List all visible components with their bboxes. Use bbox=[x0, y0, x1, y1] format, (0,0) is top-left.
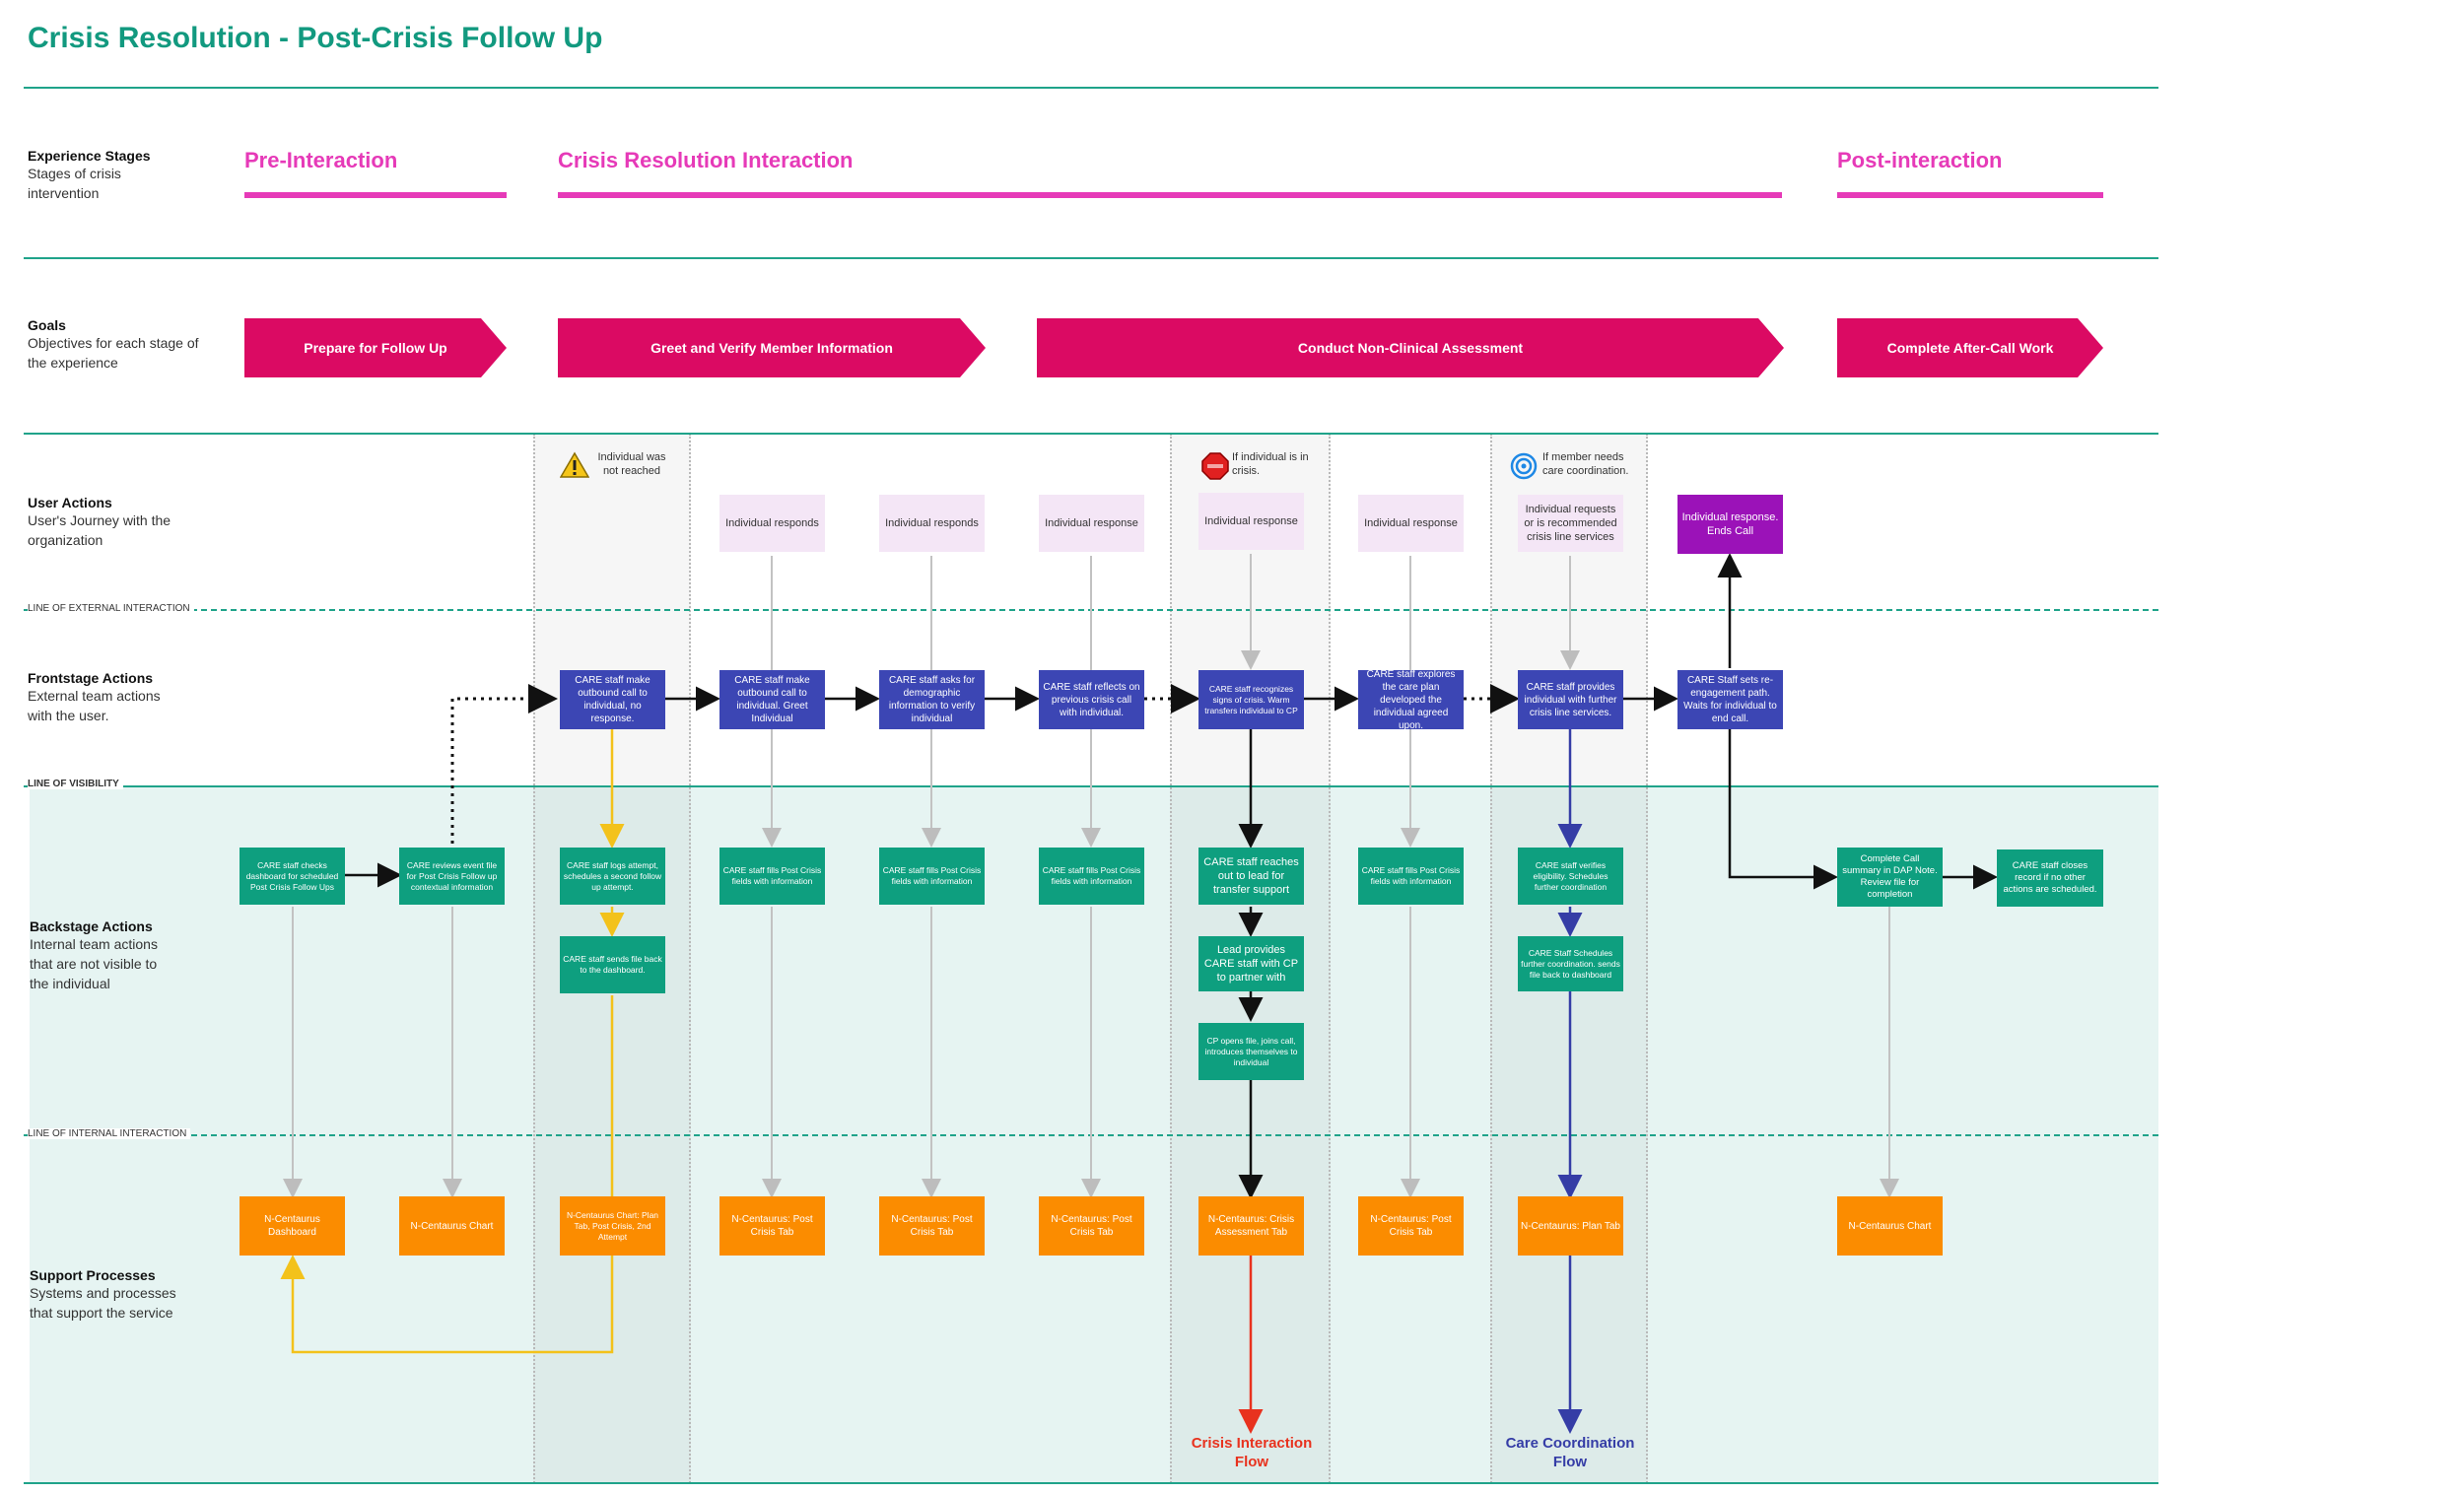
row-label-goals: Goals Objectives for each stage of the e… bbox=[28, 317, 205, 373]
support-process: N-Centaurus: Post Crisis Tab bbox=[1039, 1196, 1144, 1256]
user-action: Individual responds bbox=[879, 495, 985, 552]
separator-top bbox=[24, 87, 2158, 89]
dotted-arrows bbox=[450, 684, 1520, 844]
backstage-action: CARE staff sends file back to the dashbo… bbox=[560, 936, 665, 993]
stage-crisis-resolution: Crisis Resolution Interaction bbox=[558, 148, 854, 172]
backstage-action: CARE staff fills Post Crisis fields with… bbox=[1358, 848, 1464, 905]
care-coordination-flow-label: Care Coordination Flow bbox=[1505, 1435, 1635, 1470]
row-desc: Stages of crisis intervention bbox=[28, 166, 121, 201]
frontstage-action: CARE staff recognizes signs of crisis. W… bbox=[1198, 670, 1304, 729]
row-title: Goals bbox=[28, 317, 66, 333]
support-process: N-Centaurus Chart bbox=[1837, 1196, 1943, 1256]
backstage-action: CARE reviews event file for Post Crisis … bbox=[399, 848, 505, 905]
goal-after-call: Complete After-Call Work bbox=[1837, 318, 2103, 377]
row-label-back: Backstage Actions Internal team actions … bbox=[30, 918, 177, 993]
separator-bottom bbox=[24, 1482, 2158, 1484]
frontstage-action: CARE staff provides individual with furt… bbox=[1518, 670, 1623, 729]
crisis-interaction-flow-label: Crisis Interaction Flow bbox=[1191, 1435, 1313, 1470]
backstage-action: CARE staff fills Post Crisis fields with… bbox=[1039, 848, 1144, 905]
goal-greet-verify: Greet and Verify Member Information bbox=[558, 318, 986, 377]
column-not-reached bbox=[533, 434, 691, 1483]
backstage-action: CARE staff fills Post Crisis fields with… bbox=[719, 848, 825, 905]
row-label-front: Frontstage Actions External team actions… bbox=[28, 670, 185, 725]
note-care-coordination: If member needs care coordination. bbox=[1542, 451, 1629, 477]
backstage-action: CP opens file, joins call, introduces th… bbox=[1198, 1023, 1304, 1080]
support-process: N-Centaurus: Post Crisis Tab bbox=[1358, 1196, 1464, 1256]
row-title: Backstage Actions bbox=[30, 918, 153, 934]
support-process: N-Centaurus: Plan Tab bbox=[1518, 1196, 1623, 1256]
frontstage-action: CARE staff explores the care plan develo… bbox=[1358, 669, 1464, 731]
frontstage-action: CARE Staff sets re-engagement path. Wait… bbox=[1677, 670, 1783, 729]
row-label-stages: Experience Stages Stages of crisis inter… bbox=[28, 148, 195, 203]
stop-sign-icon bbox=[1201, 452, 1229, 485]
yellow-arrows bbox=[280, 729, 625, 1354]
row-title: Support Processes bbox=[30, 1267, 156, 1283]
row-desc: Systems and processes that support the s… bbox=[30, 1285, 176, 1321]
goal-assessment: Conduct Non-Clinical Assessment bbox=[1037, 318, 1784, 377]
backstage-action: CARE staff verifies eligibility. Schedul… bbox=[1518, 848, 1623, 905]
line-label-visibility: LINE OF VISIBILITY bbox=[28, 779, 123, 789]
backstage-action: CARE staff fills Post Crisis fields with… bbox=[879, 848, 985, 905]
note-in-crisis: If individual is in crisis. bbox=[1232, 451, 1309, 477]
goal-prepare: Prepare for Follow Up bbox=[244, 318, 507, 377]
backstage-action: Complete Call summary in DAP Note. Revie… bbox=[1837, 848, 1943, 907]
stage-bar-post bbox=[1837, 192, 2103, 198]
page-title: Crisis Resolution - Post-Crisis Follow U… bbox=[28, 22, 603, 54]
row-title: User Actions bbox=[28, 495, 112, 510]
line-label-internal: LINE OF INTERNAL INTERACTION bbox=[28, 1128, 191, 1139]
row-desc: Objectives for each stage of the experie… bbox=[28, 335, 199, 371]
user-action: Individual response bbox=[1358, 495, 1464, 552]
column-in-crisis bbox=[1170, 434, 1331, 1483]
row-desc: Internal team actions that are not visib… bbox=[30, 936, 158, 991]
row-desc: External team actions with the user. bbox=[28, 688, 161, 723]
user-action: Individual response bbox=[1198, 493, 1304, 550]
support-process: N-Centaurus Chart: Plan Tab, Post Crisis… bbox=[560, 1196, 665, 1256]
frontstage-action: CARE staff asks for demographic informat… bbox=[879, 670, 985, 729]
separator-goals bbox=[24, 433, 2158, 435]
frontstage-action: CARE staff make outbound call to individ… bbox=[560, 670, 665, 729]
stage-bar-pre bbox=[244, 192, 507, 198]
frontstage-action: CARE staff make outbound call to individ… bbox=[719, 670, 825, 729]
support-process: N-Centaurus: Post Crisis Tab bbox=[719, 1196, 825, 1256]
support-process: N-Centaurus: Crisis Assessment Tab bbox=[1198, 1196, 1304, 1256]
note-not-reached: Individual was not reached bbox=[597, 451, 666, 477]
black-arrows bbox=[343, 553, 1998, 1199]
row-title: Experience Stages bbox=[28, 148, 151, 164]
separator-stages bbox=[24, 257, 2158, 259]
stage-post-interaction: Post-interaction bbox=[1837, 148, 2003, 172]
support-process: N-Centaurus: Post Crisis Tab bbox=[879, 1196, 985, 1256]
backstage-action: CARE staff logs attempt, schedules a sec… bbox=[560, 848, 665, 905]
spiral-icon bbox=[1510, 452, 1538, 485]
row-label-support: Support Processes Systems and processes … bbox=[30, 1267, 187, 1323]
backstage-action: Lead provides CARE staff with CP to part… bbox=[1198, 936, 1304, 991]
column-care-coordination bbox=[1490, 434, 1648, 1483]
stage-pre-interaction: Pre-Interaction bbox=[244, 148, 398, 172]
frontstage-action: CARE staff reflects on previous crisis c… bbox=[1039, 670, 1144, 729]
line-label-external: LINE OF EXTERNAL INTERACTION bbox=[28, 603, 194, 614]
backstage-action: CARE staff checks dashboard for schedule… bbox=[240, 848, 345, 905]
backstage-action: CARE staff reaches out to lead for trans… bbox=[1198, 848, 1304, 905]
backstage-action: CARE Staff Schedules further coordinatio… bbox=[1518, 936, 1623, 991]
warning-icon bbox=[559, 451, 590, 484]
user-action: Individual requests or is recommended cr… bbox=[1518, 495, 1623, 552]
row-label-user: User Actions User's Journey with the org… bbox=[28, 495, 195, 550]
stage-bar-crisis bbox=[558, 192, 1782, 198]
row-title: Frontstage Actions bbox=[28, 670, 154, 686]
user-action-ends-call: Individual response. Ends Call bbox=[1677, 495, 1783, 554]
user-action: Individual responds bbox=[719, 495, 825, 552]
backstage-action: CARE staff closes record if no other act… bbox=[1997, 849, 2103, 907]
row-desc: User's Journey with the organization bbox=[28, 512, 171, 548]
support-process: N-Centaurus Dashboard bbox=[240, 1196, 345, 1256]
support-process: N-Centaurus Chart bbox=[399, 1196, 505, 1256]
user-action: Individual response bbox=[1039, 495, 1144, 552]
